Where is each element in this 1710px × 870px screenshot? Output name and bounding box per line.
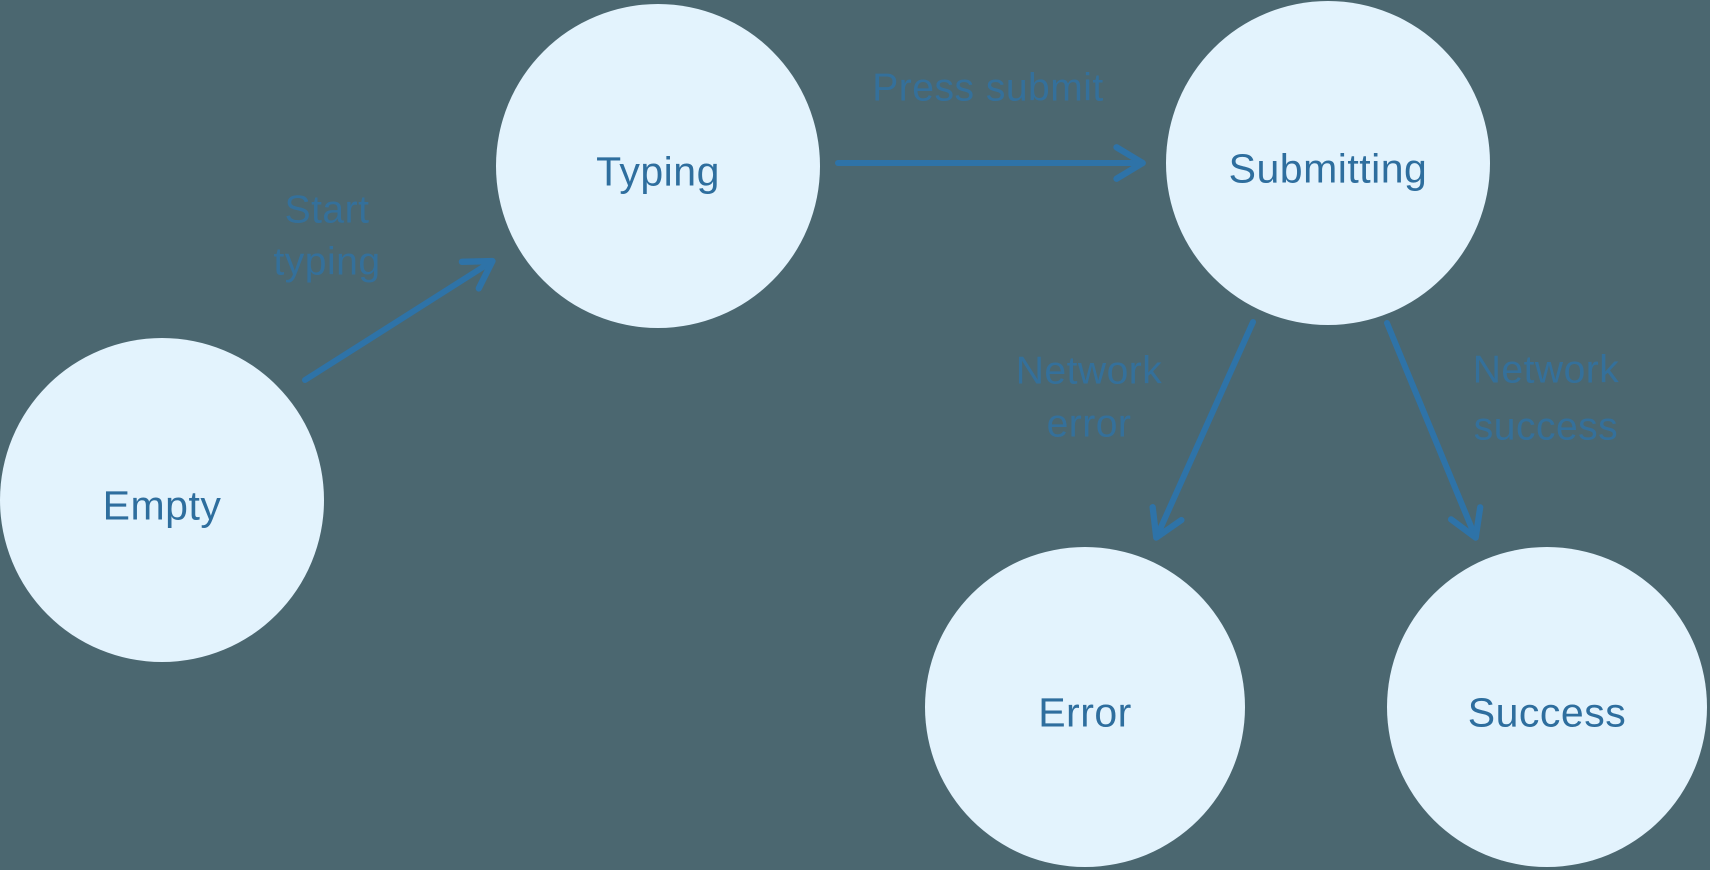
state-node-success[interactable]: Success [1387,547,1707,867]
transition-label-network-success-line2[interactable]: success [1474,406,1618,449]
transition-label-network-error-line1[interactable]: Network [1016,350,1163,393]
transition-arrow-start-typing[interactable] [302,257,496,383]
state-circle-success[interactable] [1387,547,1707,867]
state-label-typing: Typing [596,148,720,194]
state-node-empty[interactable]: Empty [0,338,324,662]
state-circle-empty[interactable] [0,338,324,662]
transition-label-press-submit[interactable]: Press submit [872,67,1103,110]
state-node-submitting[interactable]: Submitting [1166,1,1490,325]
state-label-success: Success [1468,689,1626,735]
state-node-error[interactable]: Error [925,547,1245,867]
transition-label-start-typing-line1[interactable]: Start [285,189,370,232]
state-label-submitting: Submitting [1229,145,1428,191]
transition-label-network-success-line1[interactable]: Network [1473,349,1620,392]
transition-network-error: Network error [1016,319,1256,541]
state-node-typing[interactable]: Typing [496,4,820,328]
transition-arrow-network-error[interactable] [1149,319,1256,541]
transition-network-success: Network success [1384,320,1620,541]
transition-label-network-error-line2[interactable]: error [1047,403,1132,446]
transition-start-typing: Start typing [273,189,496,383]
state-circle-typing[interactable] [496,4,820,328]
transition-press-submit: Press submit [835,67,1146,182]
state-circle-submitting[interactable] [1166,1,1490,325]
transition-arrow-network-success[interactable] [1384,320,1484,541]
state-label-error: Error [1038,689,1132,735]
state-circle-error[interactable] [925,547,1245,867]
state-label-empty: Empty [103,482,222,528]
transition-label-start-typing-line2[interactable]: typing [273,241,380,284]
